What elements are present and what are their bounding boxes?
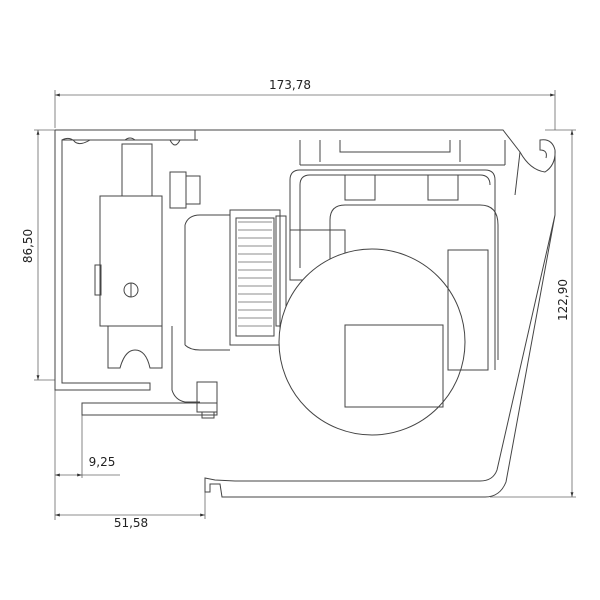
pulley-gear: [184, 209, 287, 351]
mounting-bracket: [81, 381, 218, 419]
dimension-bottom-offset: 51,58: [55, 480, 206, 530]
housing-profile: [54, 129, 556, 498]
dim-label-bottom-offset: 51,58: [114, 516, 148, 530]
motor-assembly: [278, 169, 499, 436]
motor-drum: [278, 248, 466, 436]
dimension-overall-height: 122,90: [490, 129, 576, 498]
dim-label-left-height: 86,50: [21, 229, 35, 263]
dimension-bracket-offset: 9,25: [54, 385, 120, 520]
dim-label-width: 173,78: [269, 78, 311, 92]
dim-label-overall-height: 122,90: [556, 279, 570, 321]
dimension-overall-width: 173,78: [54, 78, 556, 130]
dim-label-bracket-offset: 9,25: [89, 455, 116, 469]
dimension-left-height: 86,50: [21, 129, 55, 381]
left-carriage: [94, 143, 201, 403]
gear-teeth: [238, 221, 272, 327]
